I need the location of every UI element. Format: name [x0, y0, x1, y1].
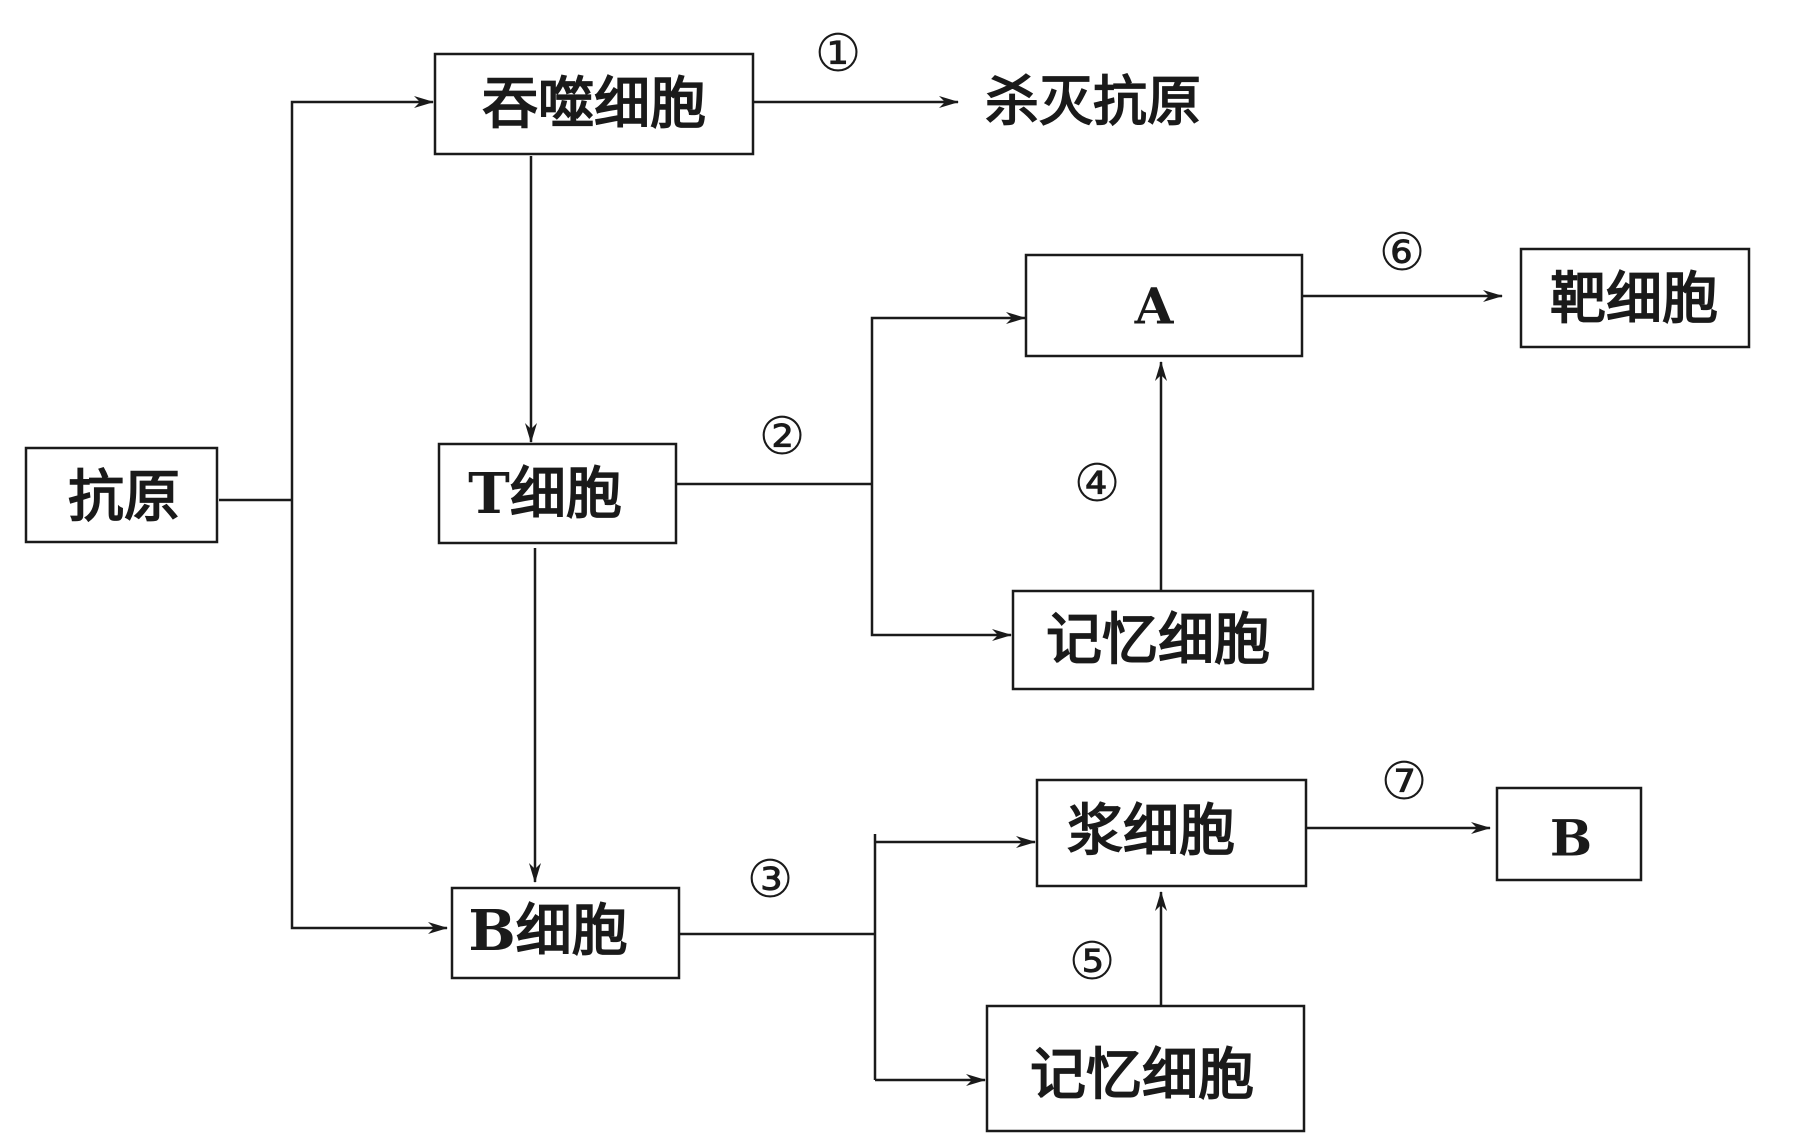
- edges: [219, 96, 1503, 1086]
- node-t-cell-label: T细胞: [468, 461, 622, 527]
- node-memory-cell-t: 记忆细胞: [1011, 589, 1315, 691]
- step-markers: ① ② ③ ④ ⑤ ⑥ ⑦: [747, 24, 1428, 992]
- edge-antigen-to-b-cell: [290, 500, 448, 934]
- step-6-marker: ⑥: [1379, 223, 1426, 283]
- step-3-marker: ③: [747, 850, 794, 910]
- node-t-cell: T细胞: [437, 442, 678, 545]
- node-memory-cell-t-label: 记忆细胞: [1046, 607, 1270, 673]
- edge-antigen-to-phagocyte: [290, 96, 434, 500]
- node-memory-cell-b-label: 记忆细胞: [1030, 1042, 1254, 1108]
- edge-t-branch-to-a: [870, 312, 1026, 484]
- node-b-cell-label: B细胞: [468, 898, 627, 964]
- node-memory-cell-b: 记忆细胞: [985, 1004, 1306, 1133]
- step-1-marker: ①: [815, 24, 862, 84]
- node-kill-antigen-label: 杀灭抗原: [985, 69, 1201, 133]
- node-target-cell: 靶细胞: [1519, 247, 1751, 349]
- node-plasma-cell-label: 浆细胞: [1067, 798, 1235, 864]
- step-7-marker: ⑦: [1381, 752, 1428, 812]
- step-2-marker: ②: [759, 407, 806, 467]
- node-b: B: [1495, 786, 1643, 882]
- node-antigen-label: 抗原: [68, 464, 180, 530]
- node-b-label: B: [1550, 809, 1592, 868]
- node-plasma-cell: 浆细胞: [1035, 778, 1308, 888]
- step-4-marker: ④: [1074, 454, 1121, 514]
- node-antigen: 抗原: [24, 446, 219, 544]
- node-target-cell-label: 靶细胞: [1550, 266, 1718, 332]
- node-a: A: [1024, 253, 1304, 358]
- node-a-label: A: [1134, 277, 1175, 336]
- edge-t-branch-to-memory-cell: [870, 484, 1012, 641]
- step-5-marker: ⑤: [1069, 932, 1116, 992]
- node-phagocyte: 吞噬细胞: [433, 52, 755, 156]
- node-phagocyte-label: 吞噬细胞: [482, 71, 706, 137]
- node-b-cell: B细胞: [450, 886, 681, 980]
